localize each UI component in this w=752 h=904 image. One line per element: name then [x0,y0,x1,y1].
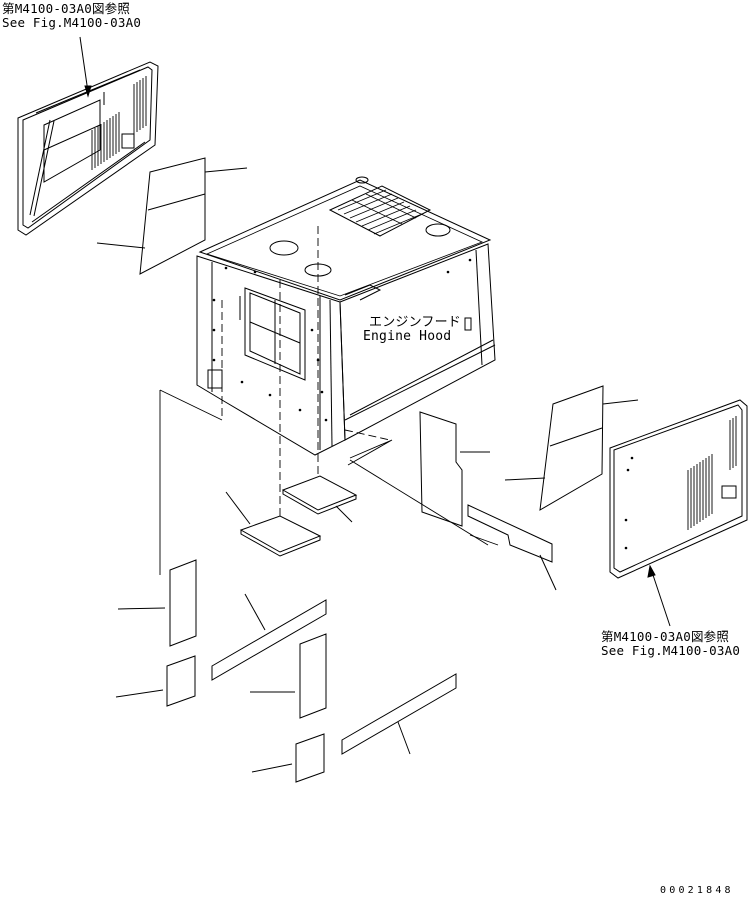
insulation-strip-left [212,594,326,680]
drawing-code: 00021848 [660,885,734,896]
reference-label-jp: 第M4100-03A0図参照 [2,1,131,16]
arrow-head [85,86,91,96]
insulation-strip-right [468,505,556,590]
insulation-pad-bottom-small [252,734,324,782]
insulation-upper-left [97,158,247,274]
leader-line [652,572,670,626]
reference-label-bottom-right: 第M4100-03A0図参照 See Fig.M4100-03A0 [601,630,740,658]
insulation-upper-right [505,386,638,510]
insulation-pad-center [283,476,356,522]
engine-hood [197,177,495,455]
engine-hood-label: エンジンフード Engine Hood [363,316,461,344]
reference-label-en: See Fig.M4100-03A0 [2,15,142,30]
insulation-pad-vertical-right [420,412,490,526]
leader-line [80,37,88,92]
alignment-lines [222,226,390,520]
reference-label-jp: 第M4100-03A0図参照 [601,629,730,644]
projection-lines [160,390,498,575]
insulation-pad-mid [250,634,326,718]
arrow-head [648,566,655,577]
engine-hood-label-en: Engine Hood [363,329,452,344]
insulation-pad-left-small [116,656,195,706]
engine-hood-label-jp: エンジンフード [369,315,462,330]
side-cover-left [18,62,158,235]
insulation-strip-bottom [342,674,456,754]
side-cover-right [610,400,747,578]
reference-label-top-left: 第M4100-03A0図参照 See Fig.M4100-03A0 [2,2,141,30]
insulation-pad-left-tall [118,560,196,646]
insulation-pad-lower-center [226,492,320,556]
reference-label-en: See Fig.M4100-03A0 [601,643,741,658]
